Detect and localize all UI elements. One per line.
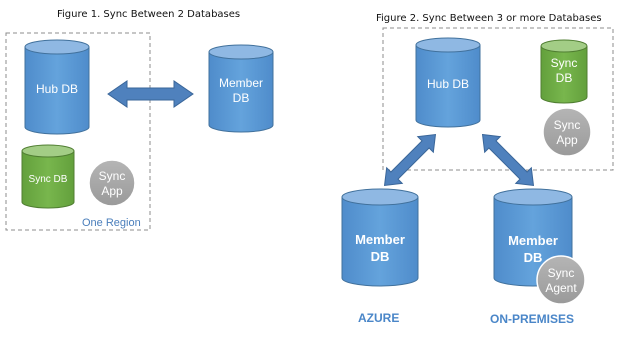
figure2-onprem-member-db-line1: Member (508, 233, 558, 248)
figure1-sync-db: Sync DB (21, 144, 75, 209)
figure2-sync-app-line2: App (556, 133, 578, 147)
figure1-hub-db: Hub DB (24, 39, 90, 135)
figure2-azure-member-db-line2: DB (371, 249, 390, 264)
figure2-region-box (382, 27, 614, 171)
figure2-azure-label: AZURE (358, 311, 399, 325)
figure1-member-db-line2: DB (233, 91, 250, 105)
figure1-member-db-line1: Member (219, 76, 263, 90)
figure2-sync-db-line1: Sync (551, 56, 578, 70)
figure2-sync-agent-line1: Sync (548, 266, 575, 280)
figure1-sync-app-line2: App (101, 184, 123, 198)
figure1-sync-db-label: Sync DB (29, 174, 68, 185)
figure2-azure-sync-arrow (383, 133, 437, 187)
figure2-azure-member-db: Member DB (341, 188, 419, 287)
figure2-hub-db: Hub DB (415, 37, 481, 128)
figure2-sync-agent-line2: Agent (545, 281, 577, 295)
figure1-region-label: One Region (82, 217, 141, 229)
figure2-azure-member-db-line1: Member (355, 232, 405, 247)
figure2-sync-app-line1: Sync (554, 118, 581, 132)
figure1-sync-app-line1: Sync (99, 169, 126, 183)
figure2-sync-agent: Sync Agent (536, 255, 586, 305)
figure1-title: Figure 1. Sync Between 2 Databases (57, 9, 240, 20)
figure2-sync-db: Sync DB (540, 39, 588, 104)
figure1-region-box (5, 32, 151, 231)
figure2-sync-app: Sync App (542, 107, 592, 157)
figure1-member-db: Member DB (208, 44, 274, 133)
figure2-sync-db-line2: DB (556, 71, 573, 85)
figure1-sync-arrow (107, 80, 194, 108)
figure2-onprem-sync-arrow (481, 133, 535, 187)
figure1-sync-app: Sync App (88, 159, 136, 207)
figure2-onprem-label: ON-PREMISES (490, 312, 574, 326)
figure2-onprem-member-db-line2: DB (524, 250, 543, 265)
figure1-hub-db-label: Hub DB (36, 82, 78, 96)
figure2-hub-db-label: Hub DB (427, 77, 469, 91)
figure2-title: Figure 2. Sync Between 3 or more Databas… (376, 13, 602, 24)
